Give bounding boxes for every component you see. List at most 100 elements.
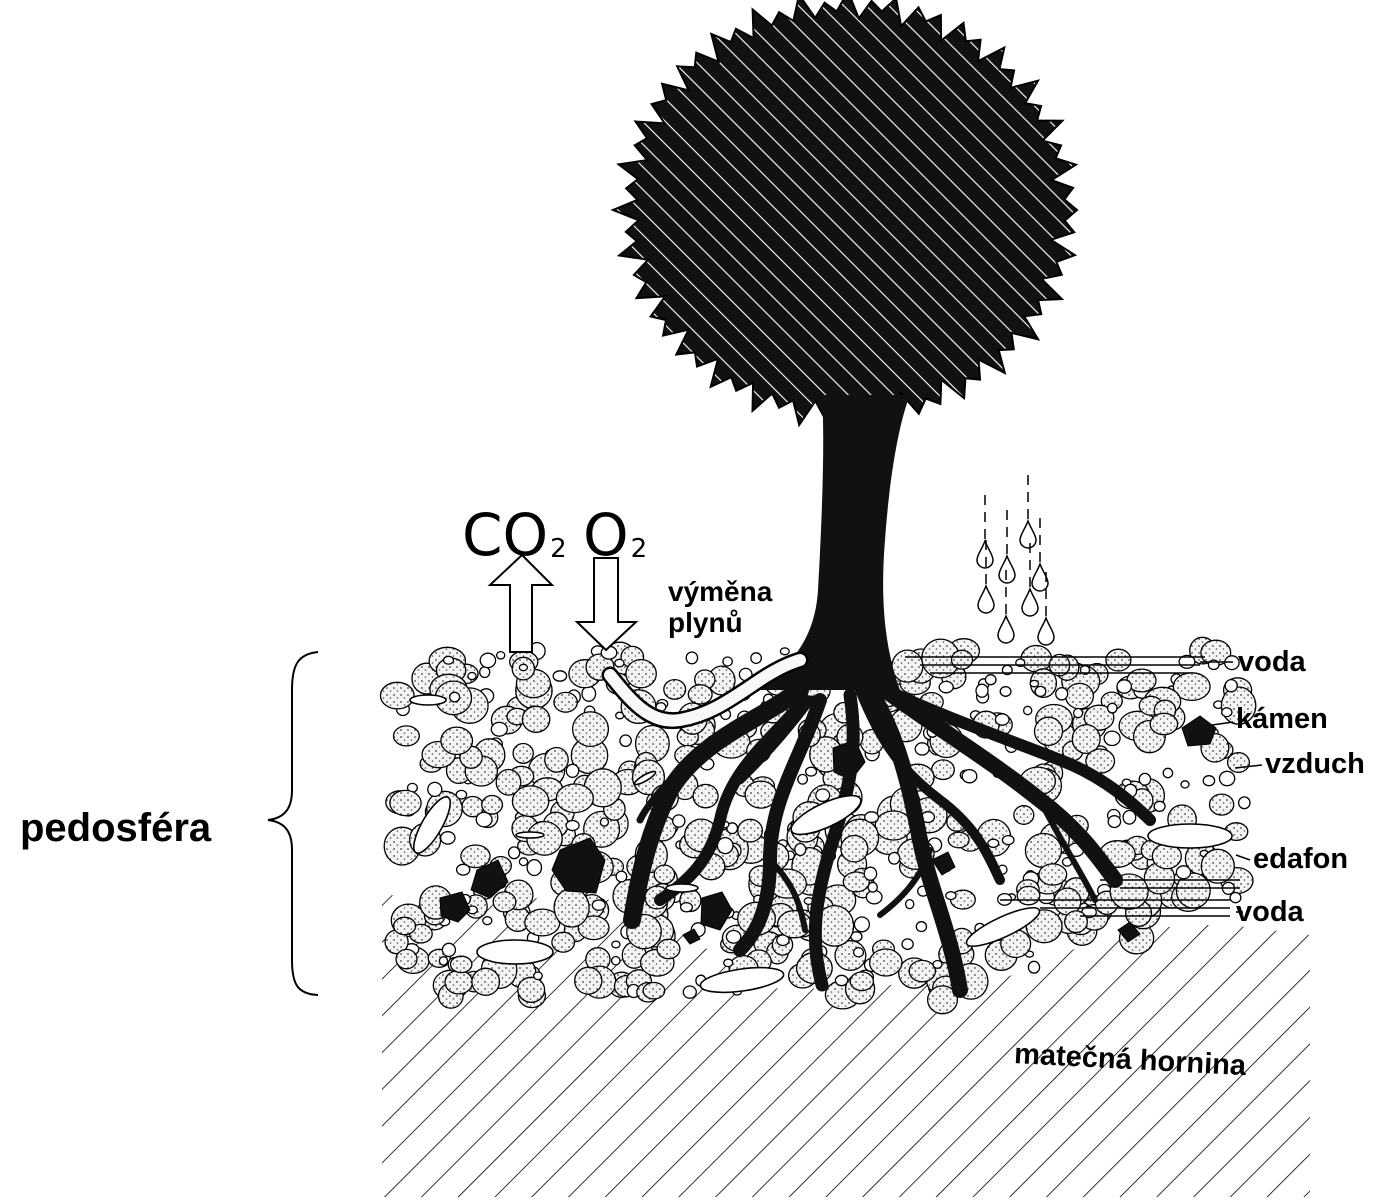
soil-particle bbox=[615, 659, 624, 667]
soil-particle bbox=[1108, 703, 1117, 713]
rain-drop bbox=[1038, 618, 1054, 645]
soil-particle bbox=[962, 770, 977, 783]
soil-particle bbox=[780, 648, 789, 655]
soil-particle bbox=[1225, 680, 1237, 692]
soil-particle bbox=[889, 853, 900, 865]
soil-particle bbox=[483, 917, 492, 925]
soil-particle bbox=[441, 832, 455, 844]
pedosphere-brace bbox=[268, 652, 318, 995]
soil-particle bbox=[643, 983, 665, 999]
soil-particle bbox=[612, 957, 620, 965]
soil-particle bbox=[850, 972, 873, 991]
label-kamen: kámen bbox=[1236, 705, 1328, 734]
o2-subscript: 2 bbox=[631, 534, 648, 564]
soil-particle bbox=[522, 706, 549, 732]
soil-particle bbox=[798, 775, 808, 785]
soil-particle bbox=[723, 657, 732, 666]
soil-particle bbox=[394, 917, 416, 934]
o2-main: O bbox=[583, 501, 629, 569]
soil-particle bbox=[592, 900, 605, 910]
soil-particle bbox=[600, 818, 608, 826]
rain-drop bbox=[999, 556, 1015, 583]
soil-particle bbox=[654, 865, 674, 884]
soil-particle bbox=[1176, 866, 1190, 879]
soil-particle bbox=[451, 956, 472, 972]
soil-particle bbox=[518, 977, 545, 1002]
label-edafon: edafon bbox=[1253, 845, 1348, 874]
soil-particle bbox=[390, 790, 421, 815]
soil-particle bbox=[1028, 961, 1039, 973]
soil-particle bbox=[545, 748, 568, 773]
soil-particle bbox=[1066, 683, 1094, 708]
soil-particle bbox=[902, 939, 913, 949]
soil-particle bbox=[948, 832, 969, 848]
gas-exchange-line1: výměna bbox=[668, 576, 772, 607]
rain-drop bbox=[1020, 521, 1036, 548]
soil-particle bbox=[1163, 768, 1172, 777]
soil-particle bbox=[552, 932, 575, 952]
soil-particle bbox=[854, 948, 864, 957]
soil-particle bbox=[468, 673, 476, 680]
label-voda-bottom: voda bbox=[1236, 898, 1304, 927]
soil-particle bbox=[875, 811, 911, 840]
soil-particle bbox=[1222, 708, 1232, 717]
soil-particle bbox=[497, 652, 505, 659]
soil-particle bbox=[527, 860, 541, 876]
soil-particle bbox=[394, 726, 420, 746]
soil-particle bbox=[1181, 781, 1189, 788]
soil-particle bbox=[554, 692, 577, 712]
gas-exchange-arrows bbox=[490, 555, 636, 652]
soil-particle bbox=[1065, 911, 1088, 933]
soil-particle bbox=[865, 812, 879, 823]
soil-particle bbox=[988, 839, 999, 847]
soil-particle bbox=[1104, 731, 1120, 745]
soil-particle bbox=[482, 796, 503, 815]
soil-particle bbox=[620, 735, 631, 746]
soil-particle bbox=[575, 967, 602, 994]
soil-particle bbox=[1014, 806, 1034, 825]
soil-particle bbox=[1150, 713, 1177, 734]
soil-particle bbox=[1201, 849, 1234, 883]
label-vzduch: vzduch bbox=[1265, 750, 1365, 779]
soil-particle bbox=[976, 684, 988, 697]
soil-particle bbox=[906, 900, 914, 909]
soil-particle bbox=[445, 971, 472, 994]
soil-particle bbox=[1154, 801, 1165, 811]
gas-exchange-line2: plynů bbox=[668, 607, 772, 638]
soil-particle bbox=[1000, 687, 1011, 697]
soil-particle bbox=[439, 957, 447, 965]
co2-main: CO bbox=[462, 501, 548, 569]
soil-particle bbox=[508, 847, 519, 859]
soil-particle bbox=[946, 892, 956, 900]
soil-particle bbox=[553, 671, 566, 681]
soil-particle bbox=[626, 660, 656, 688]
soil-particle bbox=[952, 650, 973, 669]
soil-particle bbox=[1056, 688, 1068, 700]
soil-particle bbox=[450, 692, 460, 702]
o2-label: O2 bbox=[583, 506, 647, 564]
soil-particle bbox=[616, 871, 627, 882]
soil-particle bbox=[1035, 686, 1046, 696]
soil-particle bbox=[995, 714, 1009, 725]
soil-particle bbox=[1025, 834, 1061, 868]
rain-drops bbox=[977, 475, 1054, 645]
soil-particle bbox=[864, 867, 876, 880]
soil-particle bbox=[841, 836, 868, 862]
rain-drop bbox=[1022, 589, 1038, 616]
soil-particle bbox=[1210, 794, 1234, 815]
soil-particle bbox=[480, 667, 490, 678]
soil-particle bbox=[686, 652, 697, 664]
soil-particle bbox=[1139, 773, 1150, 785]
co2-label: CO2 bbox=[462, 506, 567, 564]
rain-drop bbox=[978, 586, 994, 613]
soil-particle bbox=[683, 986, 696, 998]
o2-down-arrow bbox=[577, 558, 636, 650]
co2-subscript: 2 bbox=[550, 534, 567, 564]
soil-particle bbox=[519, 858, 527, 866]
soil-particle bbox=[1239, 797, 1250, 809]
soil-particle bbox=[738, 819, 763, 842]
soil-particle bbox=[1220, 771, 1235, 785]
gas-exchange-label: výměna plynů bbox=[668, 576, 772, 638]
soil-particle bbox=[519, 664, 527, 670]
